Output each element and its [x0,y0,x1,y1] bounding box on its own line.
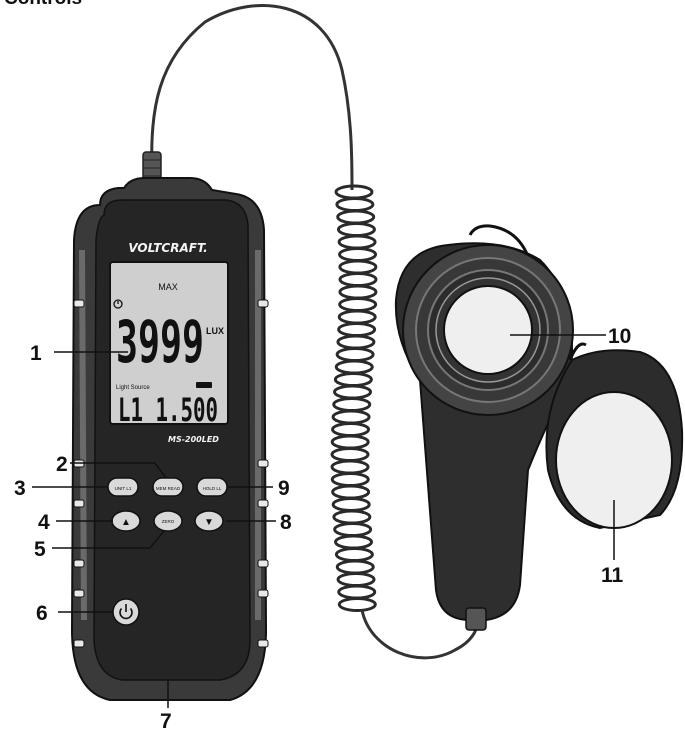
battery-icon [196,382,212,388]
callout-2: 2 [56,453,68,476]
callout-9: 9 [278,477,290,500]
grip-notch [257,559,269,568]
coil-loop [337,309,377,325]
coil-loop [338,272,378,287]
grip-notch [257,299,269,308]
coiled-cable [330,184,378,612]
coil-loop [338,297,378,312]
coil-loop [333,522,373,537]
coil-loop [334,184,374,200]
side-grip-notches [73,299,269,648]
coil-loop [335,559,375,575]
coil-loop [330,447,370,462]
callout-4: 4 [38,511,50,534]
meter-body: VOLTCRAFT. MAX 3999 LUX Light Source L1 … [70,177,269,701]
coil-loop [338,259,378,275]
coil-loop [337,322,377,337]
coil-loop [330,434,370,450]
coil-loop [334,534,374,550]
unit-button[interactable]: UNIT L1 [107,477,139,497]
power-icon [119,604,133,620]
main-reading: 3999 [116,308,204,376]
callout-leaders [32,334,615,708]
callout-6: 6 [36,602,48,625]
grip-notch [73,499,85,508]
coil-loop [334,359,374,375]
coil-loop [334,547,374,562]
grip-notch [73,639,85,648]
callout-5: 5 [34,538,46,561]
grip-notch [73,299,85,308]
grip-notch [73,559,85,568]
coil-loop [331,409,371,425]
callout-8: 8 [280,511,292,534]
coil-loop [330,459,370,475]
coil-loop [333,384,373,400]
mem-read-button[interactable]: MEM READ [152,477,184,497]
callout-10: 10 [608,325,631,348]
coil-loop [336,572,376,587]
auto-off-icon [113,299,123,309]
svg-text:UNIT L1: UNIT L1 [115,486,132,491]
coil-loop [331,484,371,500]
sub-reading: L1 1.500 [118,391,218,429]
light-sensor-probe [394,224,574,631]
coil-loop [330,472,370,487]
grip-notch [257,589,269,598]
coil-loop [336,209,376,225]
callout-11: 11 [601,564,624,587]
svg-text:HOLD LL: HOLD LL [203,486,222,491]
coil-loop [331,497,371,512]
coil-loop [332,509,372,525]
grip-notch [257,499,269,508]
svg-text:MEM READ: MEM READ [156,486,181,491]
coil-loop [332,397,372,412]
grip-notch [257,639,269,648]
coil-loop [335,347,375,362]
coil-loop [336,334,376,350]
coil-loop [331,422,371,437]
up-button[interactable]: ▲ [111,510,141,532]
photo-sensor-dome [443,285,533,375]
coil-loop [333,372,373,387]
unit-lux: LUX [206,326,224,336]
sensor-cable [150,4,354,191]
callout-1: 1 [30,342,42,365]
coil-loop [338,284,378,300]
coil-loop [337,234,377,250]
coil-loop [337,597,377,612]
protective-cap [545,342,684,530]
down-arrow-icon: ▼ [204,517,214,528]
coil-loop [337,584,377,600]
hold-button[interactable]: HOLD LL [196,477,228,497]
power-button[interactable] [112,598,140,626]
light-source-label: Light Source [116,385,150,391]
callout-3: 3 [14,477,26,500]
zero-button[interactable]: ZERO [153,510,183,532]
coil-loop [335,197,375,212]
down-button[interactable]: ▼ [194,510,224,532]
brand-logo: VOLTCRAFT. [128,241,207,255]
model-label: MS-200LED [168,435,219,444]
grip-notch [257,459,269,468]
coil-loop [336,222,376,237]
page-title: Controls [4,0,82,10]
svg-text:ZERO: ZERO [162,519,175,524]
display-mode-max: MAX [158,282,178,292]
grip-notch [73,589,85,598]
up-arrow-icon: ▲ [121,517,131,528]
coil-loop [338,247,378,262]
callout-7: 7 [160,710,172,733]
